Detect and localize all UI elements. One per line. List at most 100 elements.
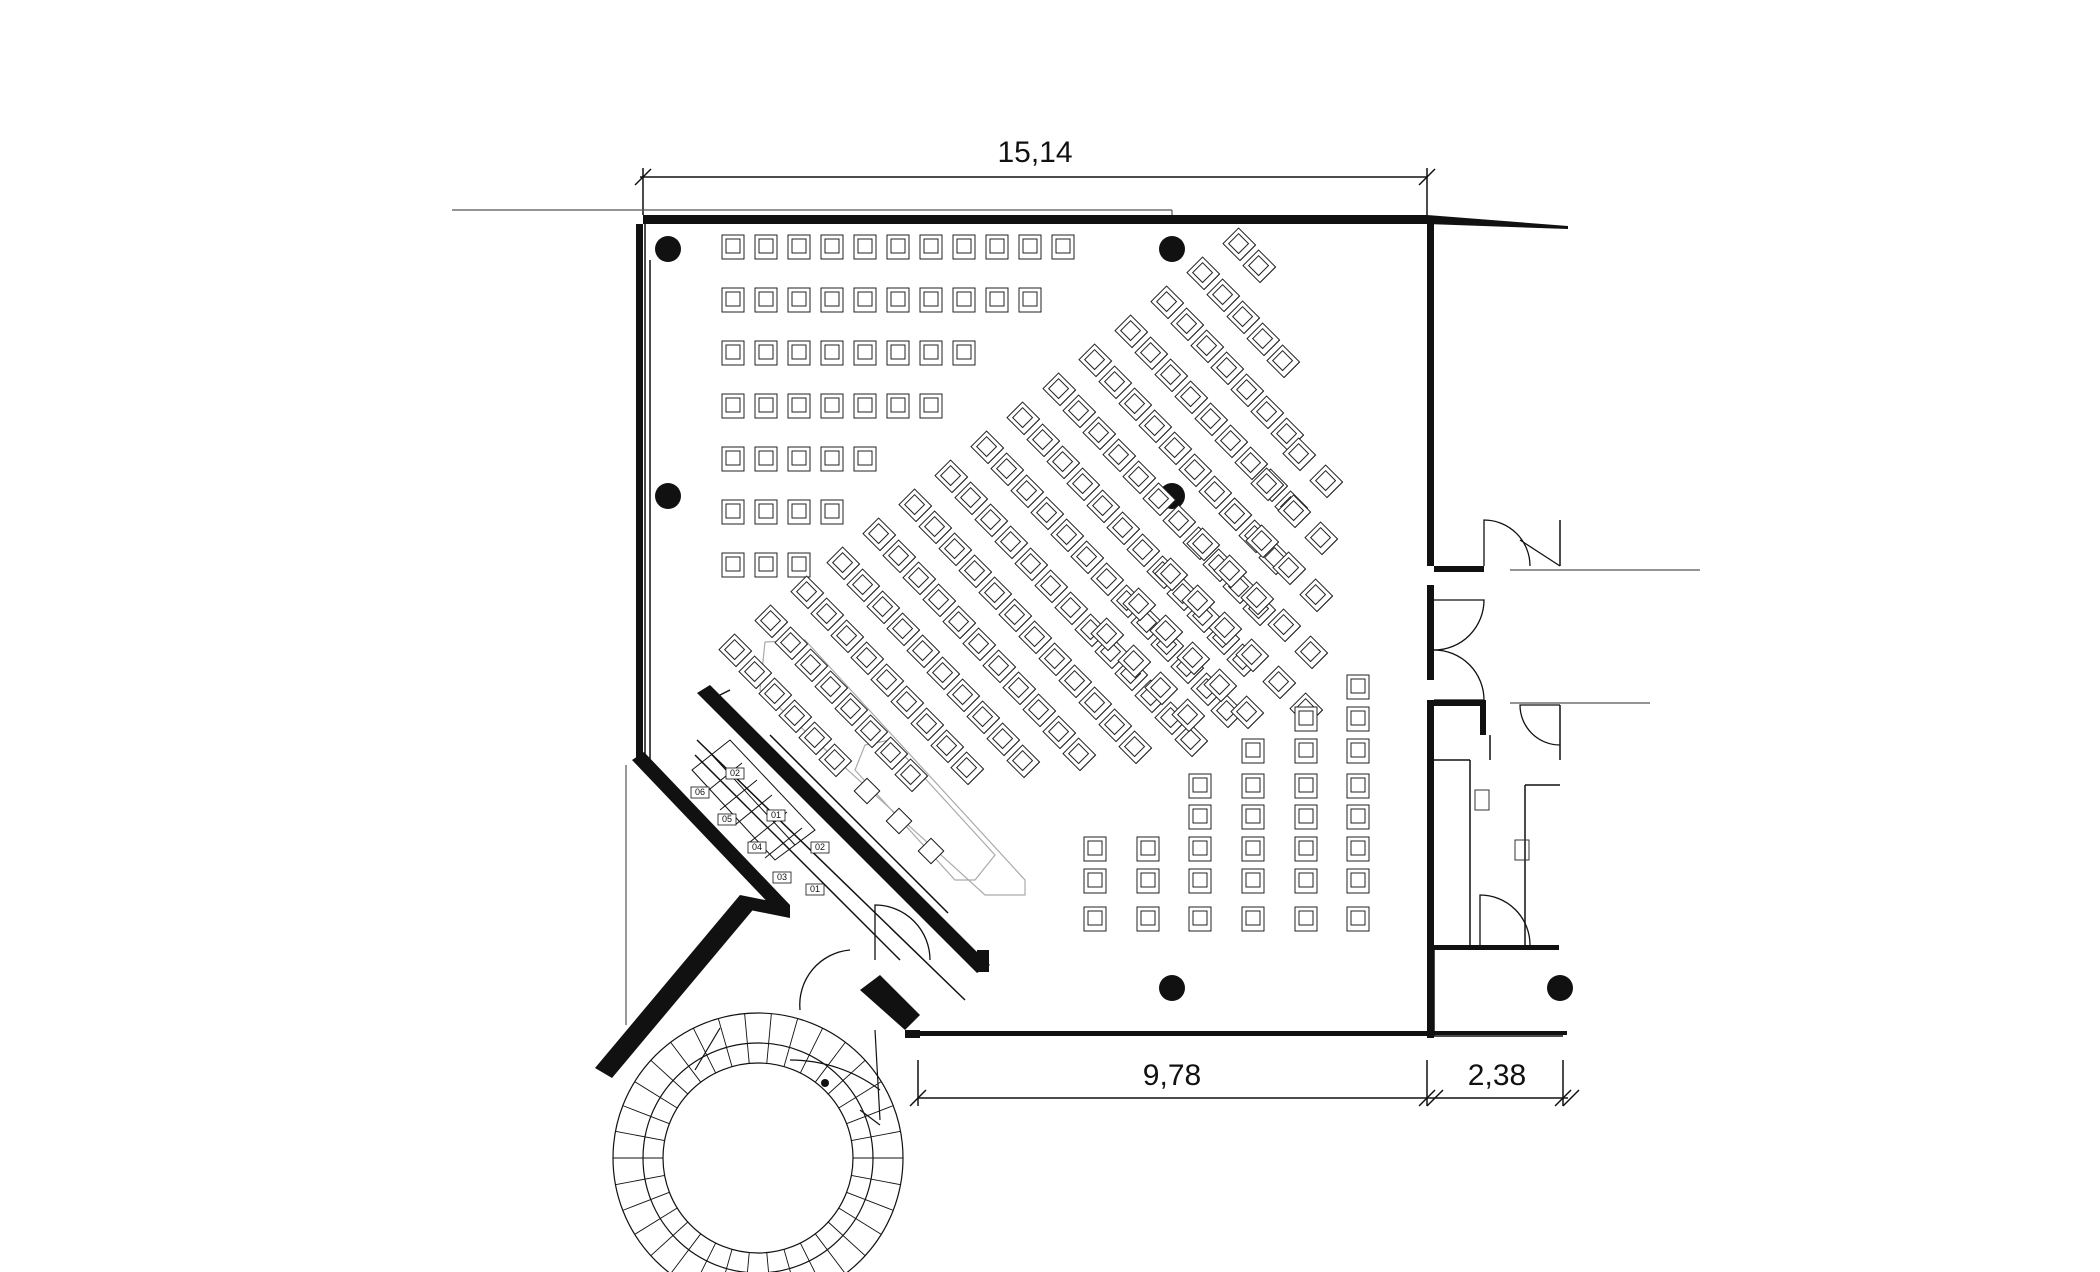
chair [754,340,778,366]
chair [1058,664,1093,699]
chair [919,287,943,313]
locker-tag-box [690,786,710,799]
locker-tag-box [725,767,745,780]
stair-tread [615,1175,665,1186]
chair [926,656,961,691]
stair-tread [692,1028,717,1074]
bottom-dimension-label: 9,78 [1143,1059,1201,1092]
chair [1117,644,1152,679]
chair [946,678,981,713]
locker-tag-box [766,809,786,822]
chair [1262,665,1297,700]
chair [820,340,844,366]
chair [774,626,809,661]
chair [978,576,1013,611]
stair-tread [615,1130,665,1141]
chair [886,234,910,260]
chair [1194,402,1229,437]
stair-tread [799,1028,824,1074]
chair [906,634,941,669]
chair [794,648,829,683]
chair [1178,453,1213,488]
chair [830,619,865,654]
chair [1242,249,1277,284]
stair-tread [838,1207,882,1235]
chair [1154,557,1189,592]
chair [853,446,877,472]
chair [1082,416,1117,451]
chair [1346,906,1370,932]
chair [1234,446,1269,481]
chair [1098,365,1133,400]
chair [1136,836,1160,862]
chair [922,583,957,618]
stair-tread [799,1242,816,1272]
chair [1026,423,1061,458]
stair-tread [634,1207,678,1235]
chair [846,568,881,603]
chair [886,287,910,313]
chair [1062,394,1097,429]
chair [1066,467,1101,502]
chair [1346,674,1370,700]
chair [1214,424,1249,459]
chair [919,234,943,260]
chair [962,627,997,662]
chair [721,446,745,472]
chair [1150,285,1185,320]
chair [1014,547,1049,582]
chair [1188,868,1212,894]
stair-tread [827,1221,866,1257]
locker-tag-box [747,841,767,854]
chair [1294,906,1318,932]
stair-tread [846,1105,894,1125]
chair [1176,641,1211,676]
chair [1126,533,1161,568]
chair [990,452,1025,487]
chair [1122,587,1157,622]
chair [1346,738,1370,764]
chair [1230,373,1265,408]
chair [1038,642,1073,677]
chair [998,598,1033,633]
chair [754,604,789,639]
chair [1346,836,1370,862]
chair [1050,518,1085,553]
chair [952,287,976,313]
chair [1250,395,1285,430]
chair [1118,730,1153,765]
chair [974,503,1009,538]
chair [934,459,969,494]
stair-start-dot [821,1079,829,1087]
chair [1042,715,1077,750]
reference-lines [452,209,1700,1025]
chair [787,446,811,472]
chair [787,340,811,366]
chair [1154,358,1189,393]
chair [1042,372,1077,407]
chair [902,561,937,596]
chair [1018,287,1042,313]
stair-tread [783,1249,791,1272]
chair [1006,401,1041,436]
chair [787,499,811,525]
chair [938,532,973,567]
chair [1210,694,1245,729]
chair [758,677,793,712]
chair [721,340,745,366]
chair [1294,773,1318,799]
chair [886,612,921,647]
locker-tag: 02 [730,768,740,778]
chair [1198,475,1233,510]
chair [814,670,849,705]
doors [799,519,1561,1011]
chair [1114,314,1149,349]
chair [1299,578,1334,613]
chair [834,692,869,727]
chair [1046,445,1081,480]
walls [595,215,1568,1078]
stair-tread [671,1233,702,1272]
booth-chairs [853,777,945,865]
chair [1018,234,1042,260]
chair [1186,256,1221,291]
